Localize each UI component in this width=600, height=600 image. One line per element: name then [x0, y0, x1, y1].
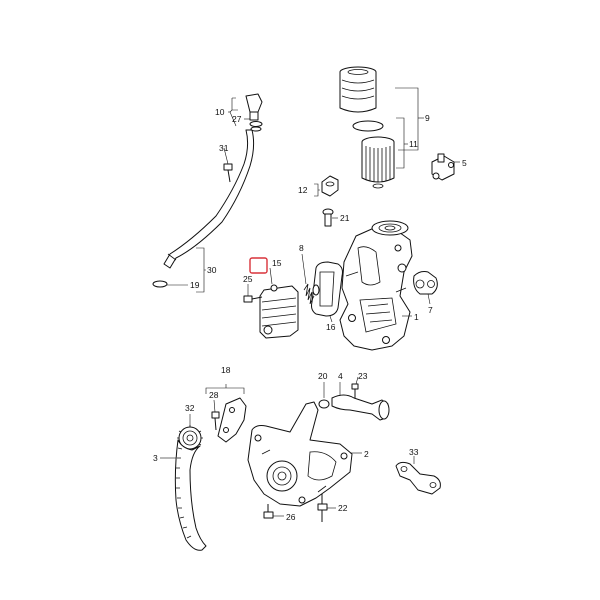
drive-chain[interactable] [174, 439, 207, 551]
cap-12[interactable] [321, 175, 339, 197]
check-valve-21[interactable] [322, 208, 334, 227]
oil-pump[interactable] [247, 401, 353, 507]
oil-filter-bracket[interactable] [339, 220, 413, 351]
spring-8[interactable] [303, 283, 320, 305]
bracket-11 [396, 117, 405, 169]
label-11: 11 [409, 139, 418, 149]
label-26: 26 [286, 512, 296, 522]
label-9: 9 [425, 113, 430, 123]
label-19: 19 [190, 280, 200, 290]
label-31: 31 [219, 143, 229, 153]
label-33: 33 [409, 447, 419, 457]
label-20: 20 [318, 371, 328, 381]
label-10: 10 [215, 107, 225, 117]
label-21: 21 [340, 213, 350, 223]
chain-tensioner[interactable] [217, 397, 247, 443]
oil-cooler[interactable] [259, 284, 299, 339]
gasket-7[interactable] [413, 271, 438, 295]
label-27: 27 [232, 114, 242, 124]
bolt-28[interactable] [211, 411, 220, 431]
oil-pressure-sensor[interactable] [431, 153, 455, 181]
bolt-26[interactable] [263, 504, 274, 519]
label-4: 4 [338, 371, 343, 381]
dipstick-guide-tube[interactable] [163, 129, 255, 269]
label-18: 18 [221, 365, 231, 375]
label-15: 15 [272, 258, 282, 268]
bolt-25[interactable] [243, 295, 263, 303]
label-30: 30 [207, 265, 217, 275]
bolt-31[interactable] [223, 163, 233, 183]
label-12: 12 [298, 185, 308, 195]
o-ring-20[interactable] [318, 399, 330, 409]
highlight-box [249, 257, 268, 274]
bolt-22[interactable] [317, 494, 328, 522]
oil-filter-housing-cap[interactable] [339, 66, 377, 113]
label-5: 5 [462, 158, 467, 168]
bracket-9 [395, 87, 419, 151]
oil-pickup-tube[interactable] [331, 394, 390, 421]
gasket-33[interactable] [395, 461, 441, 495]
gasket-16[interactable] [311, 261, 343, 317]
o-ring-19[interactable] [152, 280, 168, 288]
bracket-18 [205, 384, 245, 394]
label-25: 25 [243, 274, 253, 284]
label-8: 8 [299, 243, 304, 253]
label-1: 1 [414, 312, 419, 322]
label-28: 28 [209, 390, 219, 400]
label-2: 2 [364, 449, 369, 459]
label-16: 16 [326, 322, 336, 332]
label-23: 23 [358, 371, 368, 381]
label-22: 22 [338, 503, 348, 513]
label-3: 3 [153, 453, 158, 463]
label-32: 32 [185, 403, 195, 413]
dipstick-handle[interactable] [245, 93, 263, 121]
dipstick-seal[interactable] [249, 121, 263, 132]
oil-filter-element[interactable] [361, 136, 395, 189]
label-7: 7 [428, 305, 433, 315]
filter-housing-seal[interactable] [352, 120, 384, 132]
bolt-23[interactable] [351, 383, 359, 398]
